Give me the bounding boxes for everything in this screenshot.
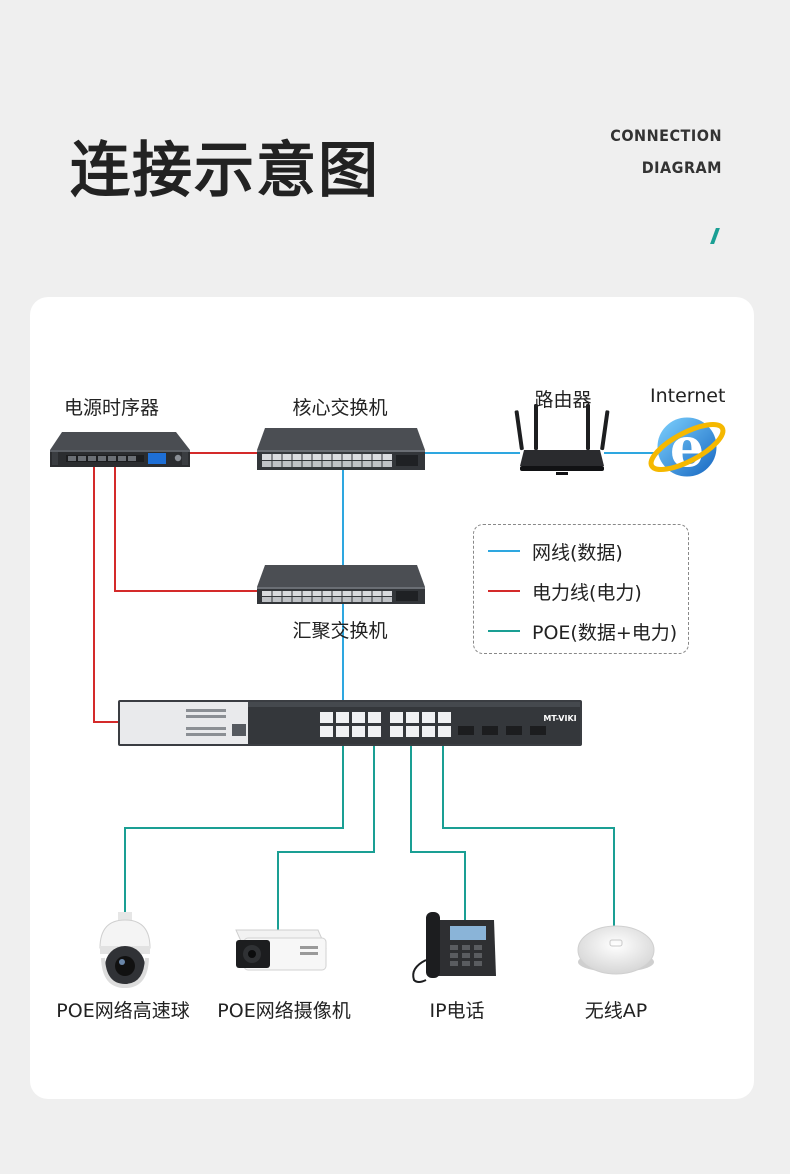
label-router: 路由器	[534, 385, 591, 412]
label-power-sequencer: 电源时序器	[64, 393, 159, 420]
legend-item-poe: POE(数据+电力)	[488, 619, 677, 643]
legend-item-power: 电力线(电力)	[488, 579, 642, 603]
core-switch-device	[257, 428, 425, 470]
poe-switch-device: MT-VIKI	[118, 700, 582, 746]
poe-link-wireless-ap	[443, 745, 614, 930]
power-sequencer-device	[50, 432, 190, 467]
legend-item-network: 网线(数据)	[488, 539, 623, 563]
power-link-poe-switch	[94, 466, 120, 722]
label-speed-dome: POE网络高速球	[56, 996, 189, 1023]
poe-switch-brand-label: MT-VIKI	[543, 714, 576, 723]
legend-line-power	[488, 590, 520, 592]
ip-phone-icon	[413, 912, 496, 982]
legend-label-power: 电力线(电力)	[532, 578, 642, 605]
power-link-aggregation	[115, 466, 257, 591]
bullet-camera-icon	[236, 930, 326, 970]
speed-dome-camera-icon	[100, 912, 150, 986]
label-ip-phone: IP电话	[429, 996, 484, 1023]
legend-label-network: 网线(数据)	[532, 538, 623, 565]
wireless-ap-icon	[578, 926, 654, 974]
label-bullet-camera: POE网络摄像机	[217, 996, 350, 1023]
router-device	[514, 404, 609, 475]
aggregation-switch-device	[257, 565, 425, 604]
legend-box: 网线(数据) 电力线(电力) POE(数据+电力)	[473, 524, 689, 654]
legend-line-network	[488, 550, 520, 552]
internet-explorer-icon: e	[645, 415, 729, 479]
label-core-switch: 核心交换机	[292, 393, 387, 420]
label-aggregation-switch: 汇聚交换机	[292, 616, 387, 643]
poe-link-ip-phone	[411, 745, 465, 920]
poe-link-bullet-camera	[278, 745, 374, 930]
label-wireless-ap: 无线AP	[585, 996, 647, 1023]
legend-line-poe	[488, 630, 520, 632]
poe-link-speed-dome	[125, 745, 343, 915]
label-internet: Internet	[650, 385, 725, 407]
legend-label-poe: POE(数据+电力)	[532, 618, 677, 645]
